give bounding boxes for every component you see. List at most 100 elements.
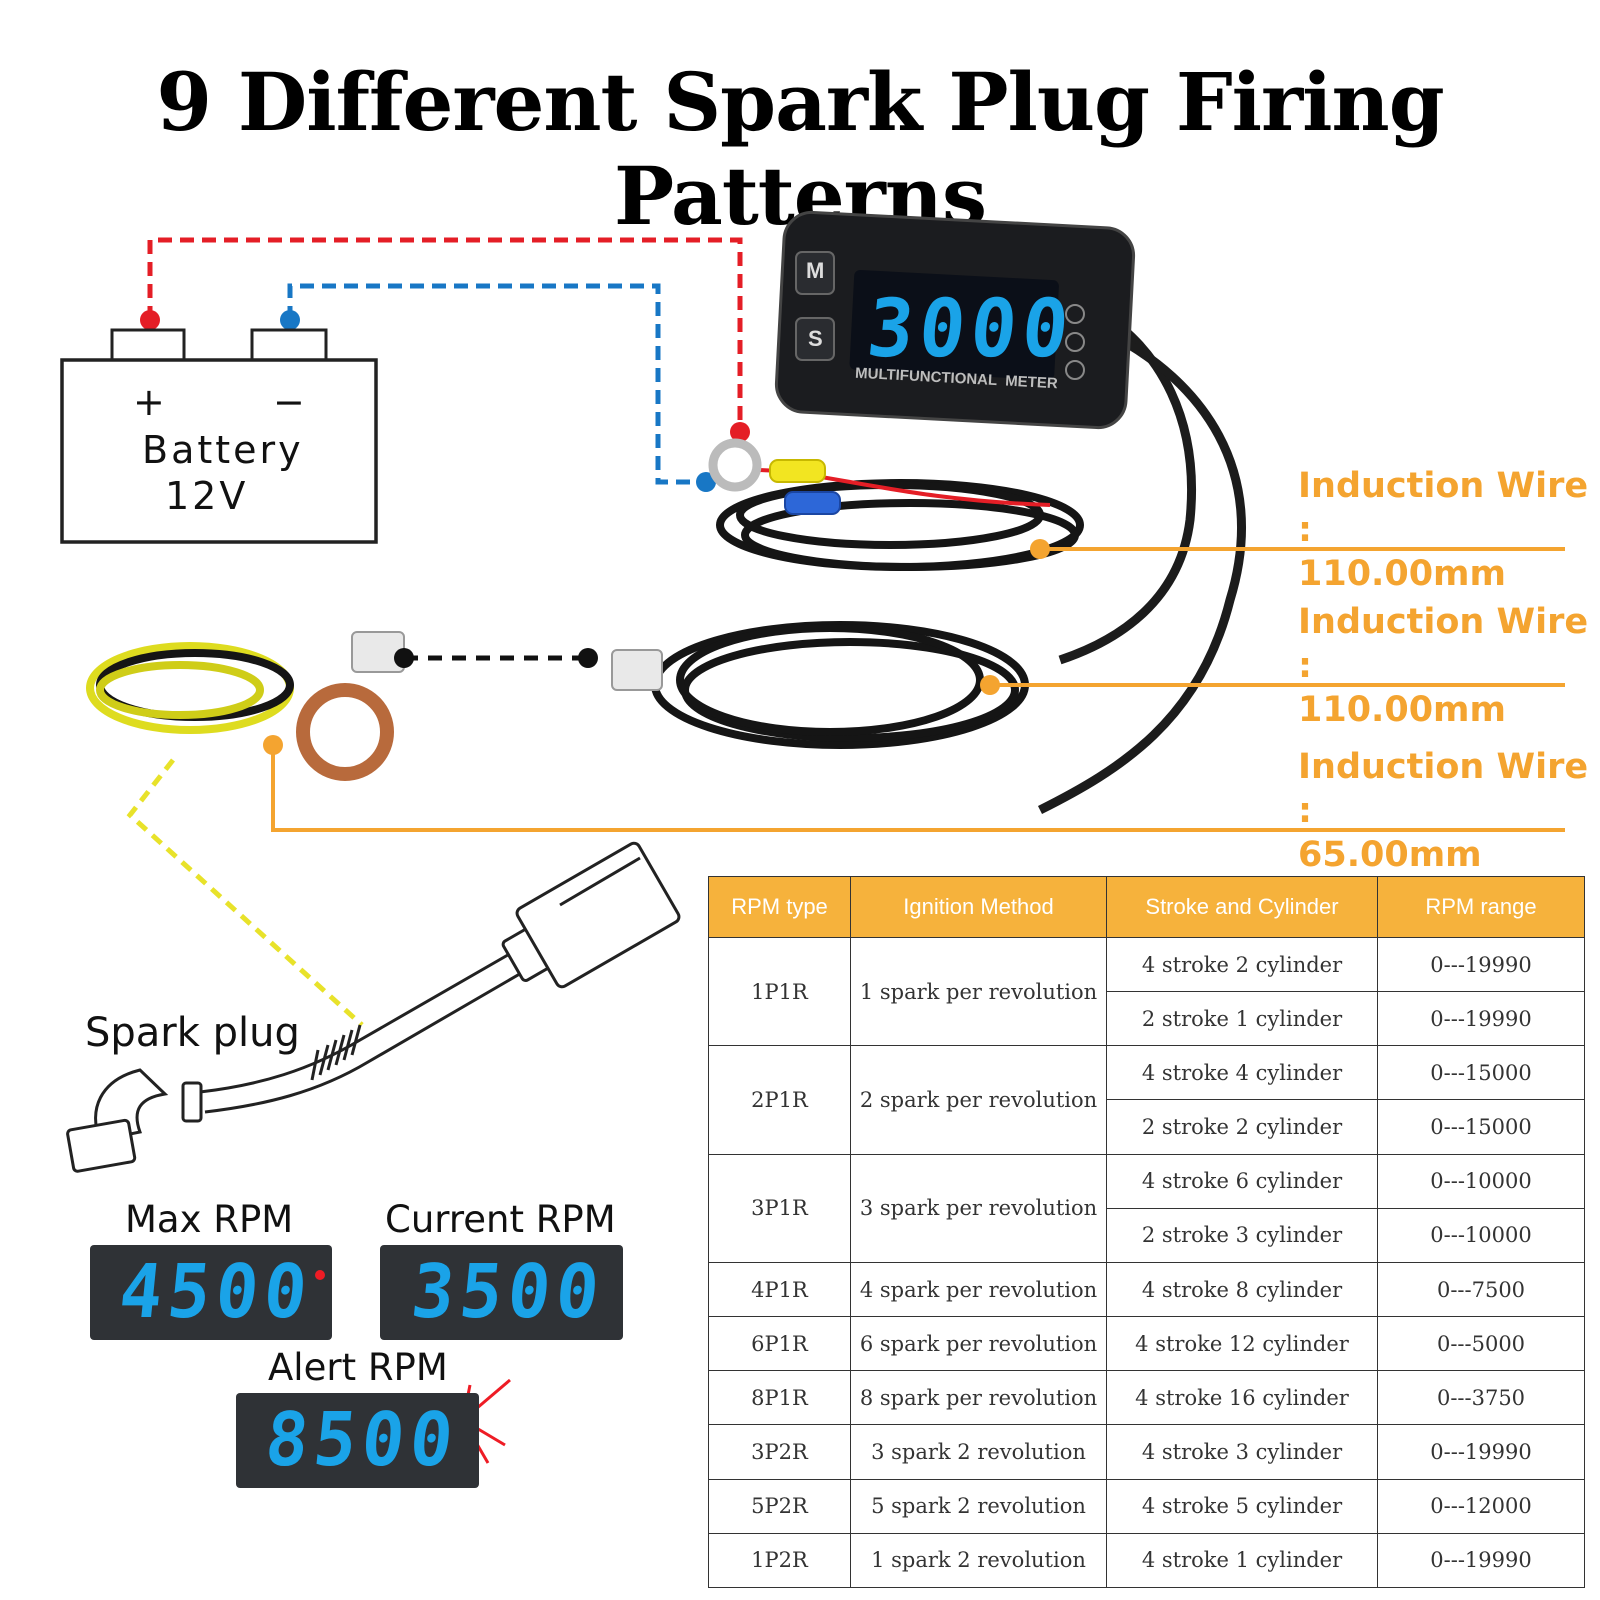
cell-rpm-type: 5P2R xyxy=(708,1478,851,1534)
meter-device xyxy=(774,210,1246,815)
negative-terminal-dot xyxy=(280,310,300,330)
current-rpm-value: 3500 xyxy=(407,1249,609,1335)
cell-rpm-range: 0---10000 xyxy=(1377,1207,1585,1263)
spark-plug-label: Spark plug xyxy=(85,1010,300,1056)
positive-wire xyxy=(147,237,743,432)
cell-rpm-range: 0---19990 xyxy=(1377,991,1585,1047)
cell-stroke-cylinder: 4 stroke 1 cylinder xyxy=(1106,1532,1378,1589)
induction-leaders xyxy=(271,547,1565,832)
cell-rpm-range: 0---15000 xyxy=(1377,1045,1585,1101)
cell-stroke-cylinder: 2 stroke 3 cylinder xyxy=(1106,1207,1378,1263)
cell-stroke-cylinder: 4 stroke 8 cylinder xyxy=(1106,1261,1378,1318)
meter-mode-button[interactable]: M xyxy=(806,258,825,283)
cell-ignition-method: 1 spark 2 revolution xyxy=(850,1532,1107,1589)
cell-rpm-type: 4P1R xyxy=(708,1261,851,1318)
cell-stroke-cylinder: 4 stroke 6 cylinder xyxy=(1106,1153,1378,1209)
cell-rpm-type: 3P2R xyxy=(708,1424,851,1480)
battery-plus-label: + xyxy=(133,380,165,424)
meter-positive-dot xyxy=(730,422,750,442)
meter-set-button[interactable]: S xyxy=(808,326,823,351)
cell-ignition-method: 3 spark per revolution xyxy=(850,1153,1107,1263)
current-rpm-label: Current RPM xyxy=(385,1198,616,1241)
meter-display-value: 3000 xyxy=(863,282,1079,375)
header-stroke-cylinder: Stroke and Cylinder xyxy=(1106,876,1378,938)
sensor-cable-bundle xyxy=(86,631,405,781)
cell-rpm-range: 0---7500 xyxy=(1377,1261,1585,1318)
header-rpm-type: RPM type xyxy=(708,876,851,938)
max-rpm-label: Max RPM xyxy=(125,1198,294,1241)
cell-stroke-cylinder: 4 stroke 16 cylinder xyxy=(1106,1370,1378,1426)
cell-stroke-cylinder: 4 stroke 5 cylinder xyxy=(1106,1478,1378,1534)
alert-rpm-value: 8500 xyxy=(261,1397,463,1483)
alert-rpm-display: 8500 xyxy=(236,1393,479,1488)
cell-rpm-range: 0---19990 xyxy=(1377,1532,1585,1589)
cell-rpm-type: 1P2R xyxy=(708,1532,851,1589)
induction-wire-2-label: Induction Wire : xyxy=(1298,602,1589,686)
induction-wire-1-length: 110.00mm xyxy=(1298,554,1507,594)
induction-wire-3: Induction Wire : 65.00mm xyxy=(1298,745,1600,877)
cell-stroke-cylinder: 2 stroke 1 cylinder xyxy=(1106,991,1378,1047)
max-rpm-value: 4500 xyxy=(115,1249,317,1335)
induction-wire-3-length: 65.00mm xyxy=(1298,835,1482,875)
induction-wire-3-label: Induction Wire : xyxy=(1298,747,1589,831)
cell-stroke-cylinder: 4 stroke 4 cylinder xyxy=(1106,1045,1378,1101)
cell-rpm-type: 6P1R xyxy=(708,1316,851,1372)
spark-plug-icon xyxy=(66,841,681,1173)
cell-stroke-cylinder: 4 stroke 12 cylinder xyxy=(1106,1316,1378,1372)
cell-ignition-method: 6 spark per revolution xyxy=(850,1316,1107,1372)
negative-wire xyxy=(287,283,705,485)
battery-icon xyxy=(60,328,378,544)
cell-ignition-method: 2 spark per revolution xyxy=(850,1045,1107,1155)
cell-rpm-type: 1P1R xyxy=(708,936,851,1047)
cell-ignition-method: 3 spark 2 revolution xyxy=(850,1424,1107,1480)
cell-rpm-range: 0---19990 xyxy=(1377,1424,1585,1480)
induction-wire-1-label: Induction Wire : xyxy=(1298,466,1589,550)
positive-terminal-dot xyxy=(140,310,160,330)
header-rpm-range: RPM range xyxy=(1377,876,1585,938)
induction-wire-2-length: 110.00mm xyxy=(1298,690,1507,730)
battery-label: Battery xyxy=(142,428,304,472)
cell-rpm-range: 0---10000 xyxy=(1377,1153,1585,1209)
rpm-spec-table: RPM type Ignition Method Stroke and Cyli… xyxy=(708,876,1585,1589)
cell-ignition-method: 1 spark per revolution xyxy=(850,936,1107,1047)
cell-rpm-range: 0---5000 xyxy=(1377,1316,1585,1372)
cell-rpm-range: 0---19990 xyxy=(1377,936,1585,993)
cell-rpm-range: 0---15000 xyxy=(1377,1099,1585,1155)
header-ignition-method: Ignition Method xyxy=(850,876,1107,938)
cell-ignition-method: 4 spark per revolution xyxy=(850,1261,1107,1318)
max-rpm-display: 4500 xyxy=(90,1245,332,1340)
battery-minus-label: − xyxy=(273,380,305,424)
cell-rpm-type: 8P1R xyxy=(708,1370,851,1426)
meter-negative-dot xyxy=(696,472,716,492)
induction-wire-2: Induction Wire : 110.00mm xyxy=(1298,600,1600,732)
current-rpm-display: 3500 xyxy=(380,1245,623,1340)
induction-wire-1: Induction Wire : 110.00mm xyxy=(1298,464,1600,596)
cell-ignition-method: 5 spark 2 revolution xyxy=(850,1478,1107,1534)
cell-rpm-range: 0---3750 xyxy=(1377,1370,1585,1426)
cell-stroke-cylinder: 4 stroke 2 cylinder xyxy=(1106,936,1378,993)
meter-cable-bundle xyxy=(708,438,1084,571)
page-title: 9 Different Spark Plug Firing Patterns xyxy=(156,55,1444,243)
battery-voltage: 12V xyxy=(165,474,249,518)
cell-stroke-cylinder: 4 stroke 3 cylinder xyxy=(1106,1424,1378,1480)
alert-rpm-label: Alert RPM xyxy=(268,1346,448,1389)
cell-ignition-method: 8 spark per revolution xyxy=(850,1370,1107,1426)
signal-wire xyxy=(126,758,364,1027)
table-header-row: RPM type Ignition Method Stroke and Cyli… xyxy=(708,876,1585,938)
cell-stroke-cylinder: 2 stroke 2 cylinder xyxy=(1106,1099,1378,1155)
cell-rpm-type: 2P1R xyxy=(708,1045,851,1155)
max-rpm-indicator xyxy=(315,1270,325,1280)
